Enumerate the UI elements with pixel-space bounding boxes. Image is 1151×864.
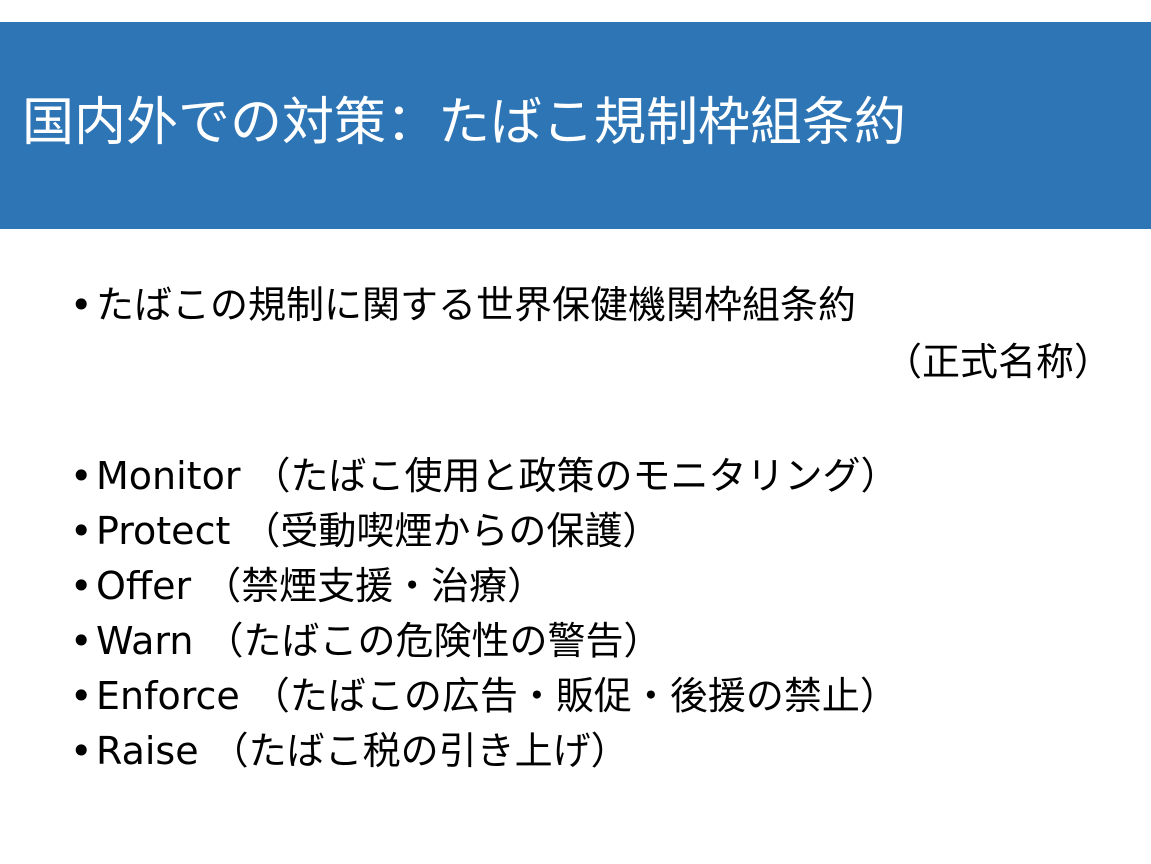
slide-body: • たばこの規制に関する世界保健機関枠組条約 （正式名称） • Monitor … xyxy=(70,278,1130,779)
spacer xyxy=(70,391,1130,449)
bullet-protect: • Protect （受動喫煙からの保護） xyxy=(70,504,1130,559)
bullet-dot-icon: • xyxy=(70,283,93,327)
bullet-text: Protect （受動喫煙からの保護） xyxy=(96,509,661,553)
bullet-dot-icon: • xyxy=(70,729,93,773)
bullet-text: Raise （たばこ税の引き上げ） xyxy=(96,729,629,773)
intro-line-1: たばこの規制に関する世界保健機関枠組条約 xyxy=(96,283,857,327)
bullet-monitor: • Monitor （たばこ使用と政策のモニタリング） xyxy=(70,449,1130,504)
bullet-dot-icon: • xyxy=(70,674,93,718)
slide-title: 国内外での対策：たばこ規制枠組条約 xyxy=(22,93,907,153)
bullet-intro: • たばこの規制に関する世界保健機関枠組条約 （正式名称） xyxy=(70,278,1130,391)
title-bar: 国内外での対策：たばこ規制枠組条約 xyxy=(0,22,1151,229)
bullet-text: Monitor （たばこ使用と政策のモニタリング） xyxy=(96,454,899,498)
bullet-raise: • Raise （たばこ税の引き上げ） xyxy=(70,724,1130,779)
bullet-text: Enforce （たばこの広告・販促・後援の禁止） xyxy=(96,674,898,718)
intro-line-2: （正式名称） xyxy=(883,340,1112,384)
bullet-text: Offer （禁煙支援・治療） xyxy=(96,564,546,608)
bullet-offer: • Offer （禁煙支援・治療） xyxy=(70,559,1130,614)
bullet-enforce: • Enforce （たばこの広告・販促・後援の禁止） xyxy=(70,669,1130,724)
bullet-dot-icon: • xyxy=(70,509,93,553)
bullet-warn: • Warn （たばこの危険性の警告） xyxy=(70,614,1130,669)
bullet-dot-icon: • xyxy=(70,564,93,608)
bullet-dot-icon: • xyxy=(70,454,93,498)
bullet-dot-icon: • xyxy=(70,619,93,663)
bullet-text: Warn （たばこの危険性の警告） xyxy=(96,619,662,663)
